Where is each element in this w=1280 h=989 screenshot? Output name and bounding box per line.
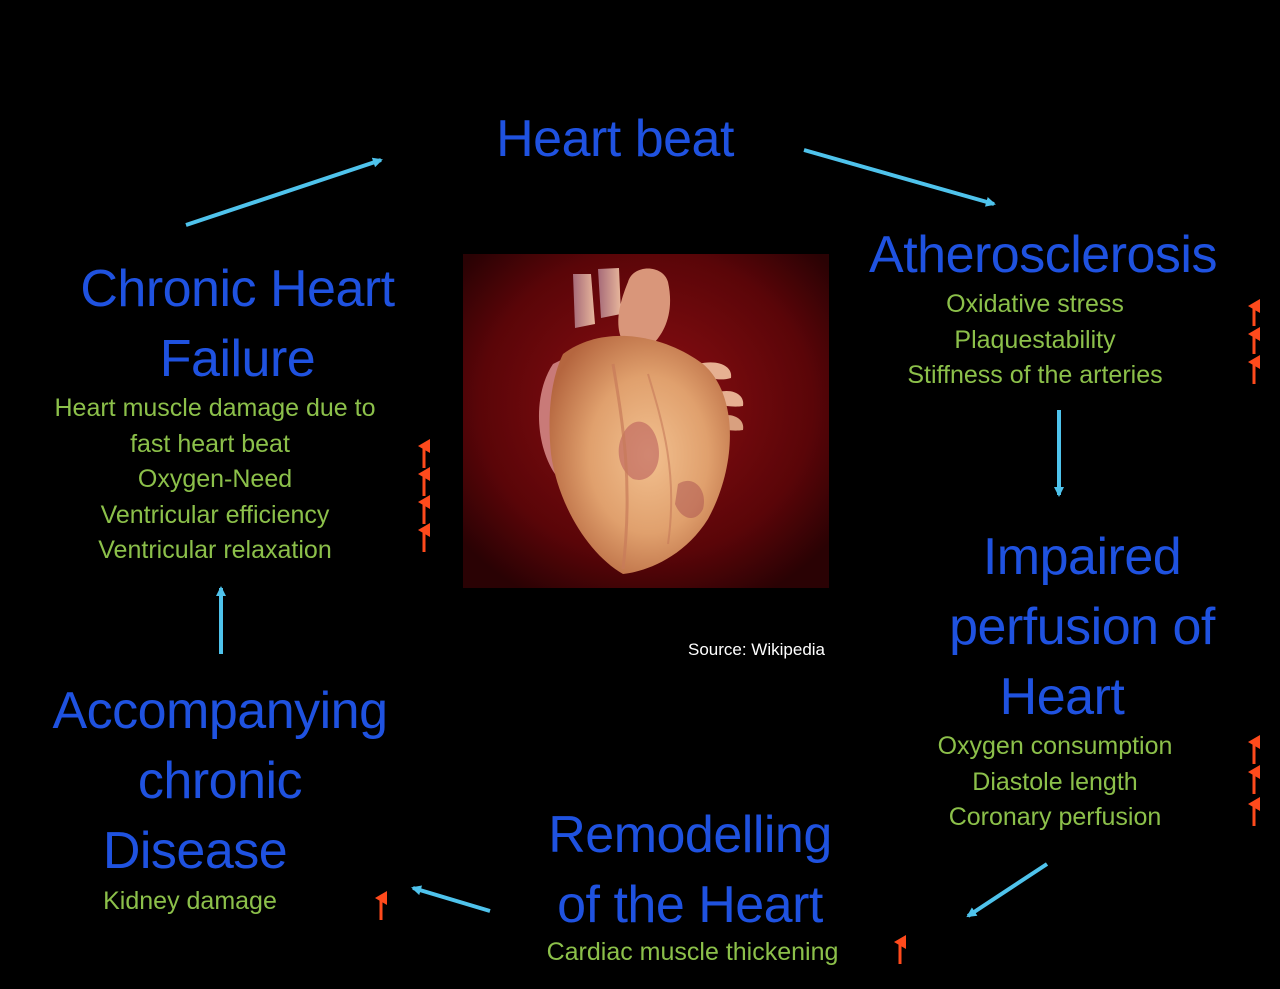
node-impaired-perfusion-title: Impaired perfusion of Heart bbox=[912, 522, 1252, 732]
list-item: fast heart beat bbox=[0, 427, 420, 463]
list-item: Coronary perfusion bbox=[900, 800, 1210, 836]
title-line: Chronic Heart bbox=[40, 254, 435, 324]
title-line: Remodelling bbox=[505, 800, 875, 870]
node-atherosclerosis-title: Atherosclerosis bbox=[838, 220, 1248, 290]
list-item: Cardiac muscle thickening bbox=[505, 935, 880, 971]
title-line: Heart beat bbox=[470, 104, 760, 174]
title-line: Impaired bbox=[912, 522, 1252, 592]
node-heart-beat-title: Heart beat bbox=[470, 104, 760, 174]
list-item: Kidney damage bbox=[70, 884, 310, 920]
title-line: Failure bbox=[40, 324, 435, 394]
title-line: Accompanying bbox=[20, 676, 420, 746]
atherosclerosis-items: Oxidative stress Plaquestability Stiffne… bbox=[860, 287, 1210, 394]
list-item: Plaquestability bbox=[860, 323, 1210, 359]
list-item: Stiffness of the arteries bbox=[860, 358, 1210, 394]
list-item: Diastole length bbox=[900, 765, 1210, 801]
title-line: chronic bbox=[20, 746, 420, 816]
title-line: Disease bbox=[0, 816, 420, 886]
title-line: Heart bbox=[872, 662, 1252, 732]
heart-illustration bbox=[463, 254, 829, 588]
list-item: Oxygen consumption bbox=[900, 729, 1210, 765]
title-line: of the Heart bbox=[505, 870, 875, 940]
list-item: Oxygen-Need bbox=[10, 462, 420, 498]
list-item: Ventricular relaxation bbox=[10, 533, 420, 569]
impaired-perfusion-items: Oxygen consumption Diastole length Coron… bbox=[900, 729, 1210, 836]
list-item: Ventricular efficiency bbox=[10, 498, 420, 534]
remodelling-items: Cardiac muscle thickening bbox=[505, 935, 880, 971]
arrow-failure-to-heartbeat bbox=[186, 160, 381, 225]
accompanying-disease-items: Kidney damage bbox=[70, 884, 310, 920]
node-remodelling-title: Remodelling of the Heart bbox=[505, 800, 875, 940]
list-item: Heart muscle damage due to bbox=[10, 391, 420, 427]
arrow-heartbeat-to-atherosclerosis bbox=[804, 150, 994, 204]
image-source-caption: Source: Wikipedia bbox=[688, 640, 825, 660]
node-accompanying-disease-title: Accompanying chronic Disease bbox=[20, 676, 420, 886]
title-line: Atherosclerosis bbox=[838, 220, 1248, 290]
chronic-heart-failure-items: Heart muscle damage due to fast heart be… bbox=[10, 391, 420, 569]
arrow-perfusion-to-remodelling bbox=[968, 864, 1047, 916]
title-line: perfusion of bbox=[912, 592, 1252, 662]
arrow-remodelling-to-accompanying bbox=[413, 888, 490, 911]
list-item: Oxidative stress bbox=[860, 287, 1210, 323]
node-chronic-heart-failure-title: Chronic Heart Failure bbox=[40, 254, 435, 394]
